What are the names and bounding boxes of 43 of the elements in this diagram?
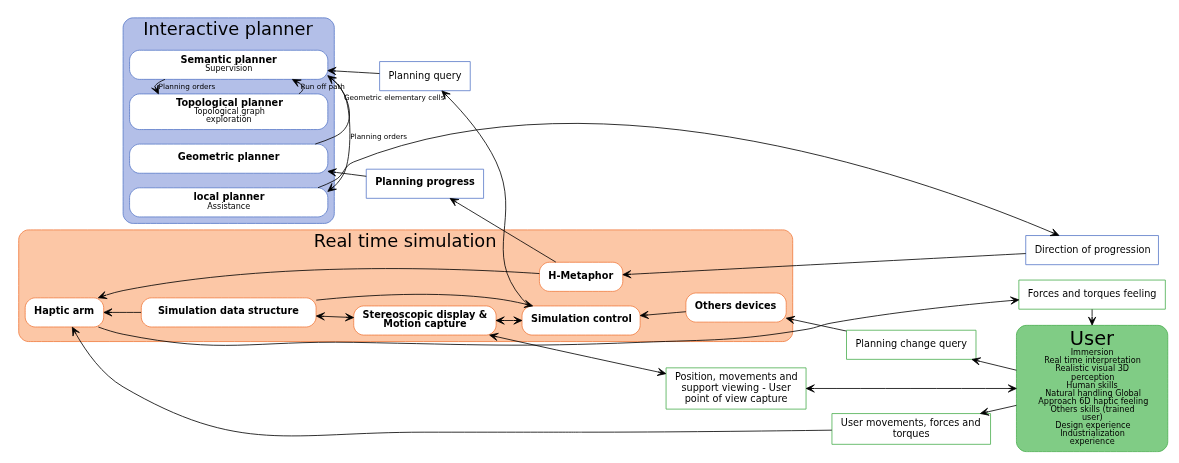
arrow: [71, 326, 832, 437]
node-box: Semantic planner Supervision: [128, 49, 328, 80]
arrow: [971, 357, 1017, 371]
arrow: [441, 90, 530, 307]
node-box: Direction of progression: [1024, 235, 1159, 266]
arrow: [317, 123, 1059, 237]
node-box: Simulation control: [521, 305, 641, 336]
arrow: [103, 308, 141, 317]
arrow: [621, 253, 1026, 279]
node-box: Simulation data structure: [140, 297, 316, 328]
arrow: [326, 75, 350, 192]
arrow: [979, 405, 1017, 416]
arrow: [291, 79, 303, 95]
node-box: User movements, forces and torques: [831, 413, 991, 445]
node-box: Haptic arm: [24, 297, 104, 328]
arrow: [150, 79, 165, 95]
arrow: [488, 332, 666, 376]
arrow: [97, 268, 540, 299]
edge-label: Planning orders: [349, 132, 407, 142]
arrow: [449, 198, 556, 263]
arrow: [495, 316, 522, 325]
arrow: [1087, 308, 1096, 326]
arrow: [785, 315, 847, 332]
arrow: [639, 310, 686, 319]
node-box: User Immersion Real time interpretation Realistic visual 3D perception Human skills Natural handling Global Approach 6D haptic feeling Others skills (trained user) Design experience Industrialization experience: [1015, 324, 1168, 452]
node-box: Stereoscopic display & Motion capture: [352, 305, 497, 336]
node-box: Planning change query: [845, 329, 976, 360]
node-box: local planner Assistance: [128, 187, 328, 218]
arrow: [805, 384, 1017, 393]
node-box: H-Metaphor: [538, 261, 623, 292]
arrow: [326, 66, 380, 76]
node-box: Position, movements and support viewing - User point of view capture: [665, 367, 806, 410]
arrow: [314, 75, 350, 145]
node-box: Others devices: [685, 292, 787, 323]
edge-label: Planning orders: [158, 81, 215, 91]
arrow: [315, 312, 354, 322]
node-box: Planning query: [378, 61, 471, 92]
arrow: [327, 168, 367, 177]
node-box: Planning progress: [365, 168, 484, 199]
node-box: Geometric planner: [128, 143, 328, 174]
arrow: [315, 293, 533, 308]
node-box: Topological planner Topological graph exploration: [128, 93, 328, 130]
node-box: Forces and torques feeling: [1017, 279, 1166, 310]
